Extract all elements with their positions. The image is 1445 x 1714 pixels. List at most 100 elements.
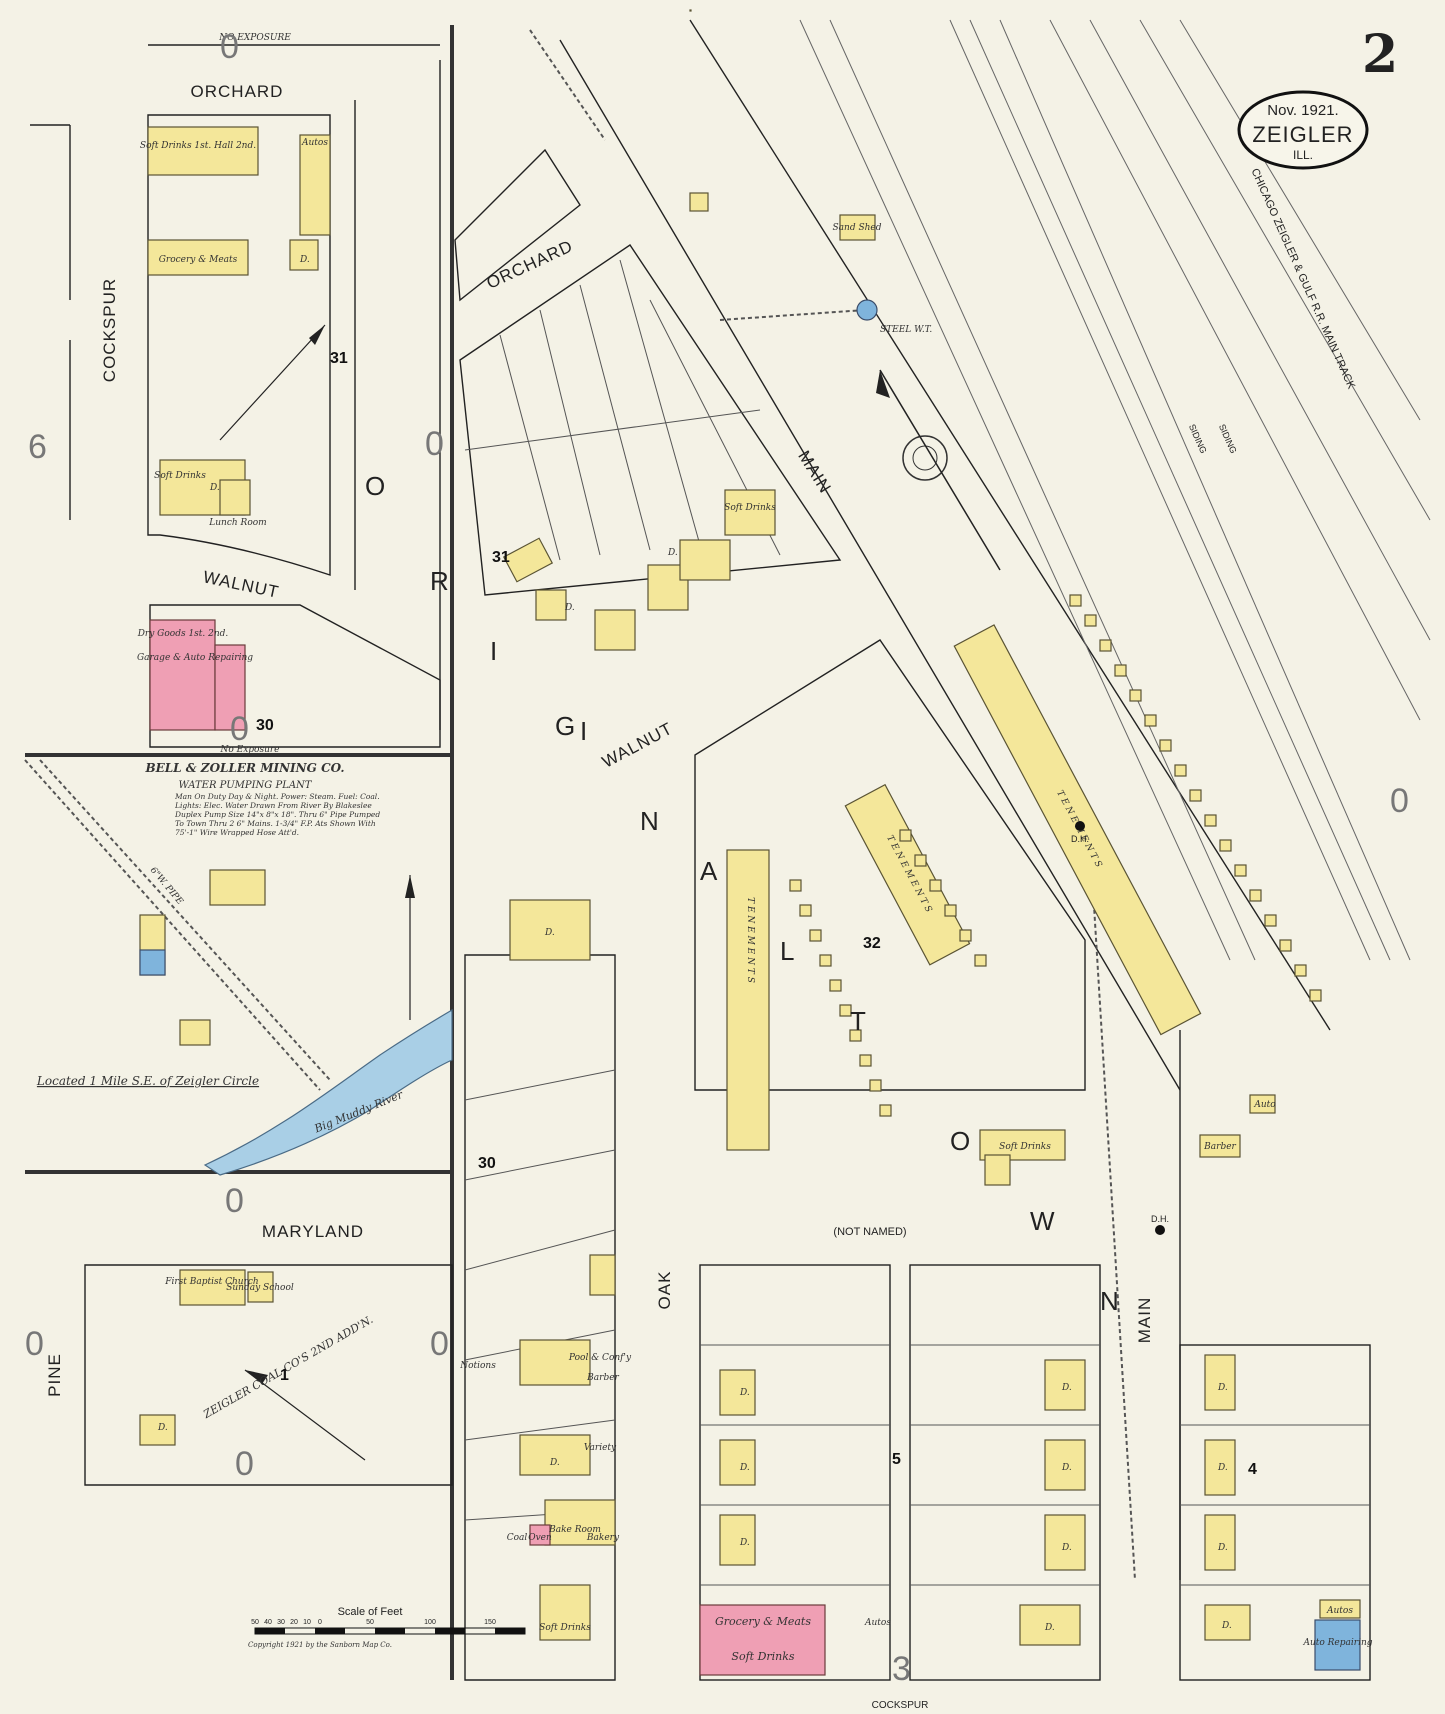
shed (944, 904, 957, 917)
shed (929, 879, 942, 892)
shed (829, 979, 842, 992)
shed (1189, 789, 1202, 802)
lot-line (464, 1149, 616, 1181)
original-town-letter: T (850, 1006, 866, 1036)
original-town-letter: R (430, 566, 449, 596)
label-autos-bottom: Autos (864, 1618, 891, 1628)
rail-track (969, 19, 1391, 961)
water-pipe (529, 29, 606, 141)
scale-tick-label: 10 (303, 1619, 311, 1626)
street-orchard-top: ORCHARD (191, 82, 284, 101)
scale-tick-label: 40 (264, 1619, 272, 1626)
building-placeholder (689, 9, 692, 12)
building-garage-annex (214, 644, 246, 731)
label-lunch-room: Lunch Room (208, 518, 266, 528)
building-dwelling (1044, 1359, 1086, 1411)
label-soft-drinks-bottom2: Soft Drinks (731, 1650, 794, 1663)
mining-note-box: Man On Duty Day & Night. Power: Steam. F… (175, 792, 381, 837)
block-31-left-outline (147, 114, 331, 576)
block-number: 5 (892, 1451, 901, 1468)
building-dwelling (1204, 1354, 1236, 1411)
scale-bar-segment (255, 1628, 285, 1634)
building-dwelling (719, 1439, 756, 1486)
building-dwelling (535, 589, 567, 621)
building-grocery-soft-drinks (699, 1604, 826, 1676)
shed (1219, 839, 1232, 852)
scale-bar-segment (375, 1628, 405, 1634)
adjoining-sheet-0: 0 (235, 1445, 254, 1483)
scale-tick-label: 20 (290, 1619, 298, 1626)
shed (959, 929, 972, 942)
main-street-curb (559, 39, 1181, 1091)
lot-line (579, 284, 651, 551)
tenements-row-1 (726, 849, 770, 1151)
north-arrow-icon (405, 875, 415, 898)
rail-track (1049, 19, 1421, 721)
label-barber-main: Barber (1203, 1142, 1236, 1152)
label-pool: Pool & Conf'y (568, 1353, 632, 1363)
label-soft-drinks-hall: Soft Drinks 1st. Hall 2nd. (140, 141, 256, 151)
dwelling-label: D. (1044, 1623, 1055, 1633)
label-auto-bottom: Autos (1326, 1606, 1353, 1616)
scale-bar-segment (315, 1628, 345, 1634)
dh-marker-1: D.H. (1071, 834, 1089, 844)
lot-line (539, 309, 601, 556)
label-soft-drinks-32: Soft Drinks (999, 1142, 1051, 1152)
rail-track (1139, 19, 1431, 521)
rail-track (829, 19, 1256, 961)
label-oven: Oven (528, 1533, 552, 1543)
dwelling-label: D. (157, 1423, 168, 1433)
dwelling-label: D. (299, 255, 310, 265)
building-dwelling (1204, 1514, 1236, 1571)
title-oval (1237, 90, 1369, 170)
adjoining-sheet-0: 0 (230, 710, 249, 748)
building-dwelling (719, 1369, 756, 1416)
water-pipe (1089, 839, 1136, 1581)
label-sunday-school: Sunday School (226, 1283, 294, 1293)
adjoining-sheet-0: 0 (425, 425, 444, 463)
block-number: 32 (863, 935, 881, 952)
adjoining-sheet-0: 0 (430, 1325, 449, 1363)
street-oak: OAK (655, 1271, 674, 1310)
scale-tick-label: 0 (318, 1619, 322, 1626)
shed (1144, 714, 1157, 727)
block-31-mid (459, 244, 842, 596)
block-5 (699, 1264, 891, 1681)
adjoining-sheet-6: 6 (28, 428, 47, 466)
dwelling-label: D. (1217, 1383, 1228, 1393)
shed (974, 954, 987, 967)
shed (1309, 989, 1322, 1002)
street-not-named: (NOT NAMED) (833, 1226, 906, 1238)
north-arrow-compass (876, 369, 1001, 571)
building-variety (519, 1434, 591, 1476)
scale-tick-label: 50 (366, 1619, 374, 1626)
dh-marker-2: D.H. (1151, 1214, 1169, 1224)
block-zeigler-coal-addition (84, 1264, 453, 1486)
shed (1129, 689, 1142, 702)
steel-water-tank (856, 299, 878, 321)
mining-location: Located 1 Mile S.E. of Zeigler Circle (36, 1074, 259, 1088)
lot-line (499, 334, 561, 561)
mining-note: Man On Duty Day & Night. Power: Steam. F… (175, 792, 381, 837)
original-town-letter: W (1030, 1206, 1055, 1236)
lot-line (464, 1229, 616, 1271)
building-barber-main (1199, 1134, 1241, 1158)
original-town-letter: G (555, 711, 575, 741)
shed (1234, 864, 1247, 877)
scale-bar-segment (435, 1628, 465, 1634)
building-shed (689, 192, 709, 212)
building-dwelling (509, 899, 591, 961)
dwelling-labels: D.D.D.D.D.D.D.D.D.D.D.D.D.D.D.D.D.D. (157, 255, 1232, 1633)
building-auto-main (1249, 1094, 1276, 1114)
block-number: 31 (492, 549, 510, 566)
scale-tick-label: 30 (277, 1619, 285, 1626)
lot-line (619, 259, 701, 546)
north-arrow-line (879, 369, 1001, 571)
building-sunday-school (247, 1271, 274, 1303)
building-pool-confy (519, 1339, 591, 1386)
street-pine: PINE (45, 1353, 64, 1397)
shed (1099, 639, 1112, 652)
rail-track (1089, 19, 1431, 641)
